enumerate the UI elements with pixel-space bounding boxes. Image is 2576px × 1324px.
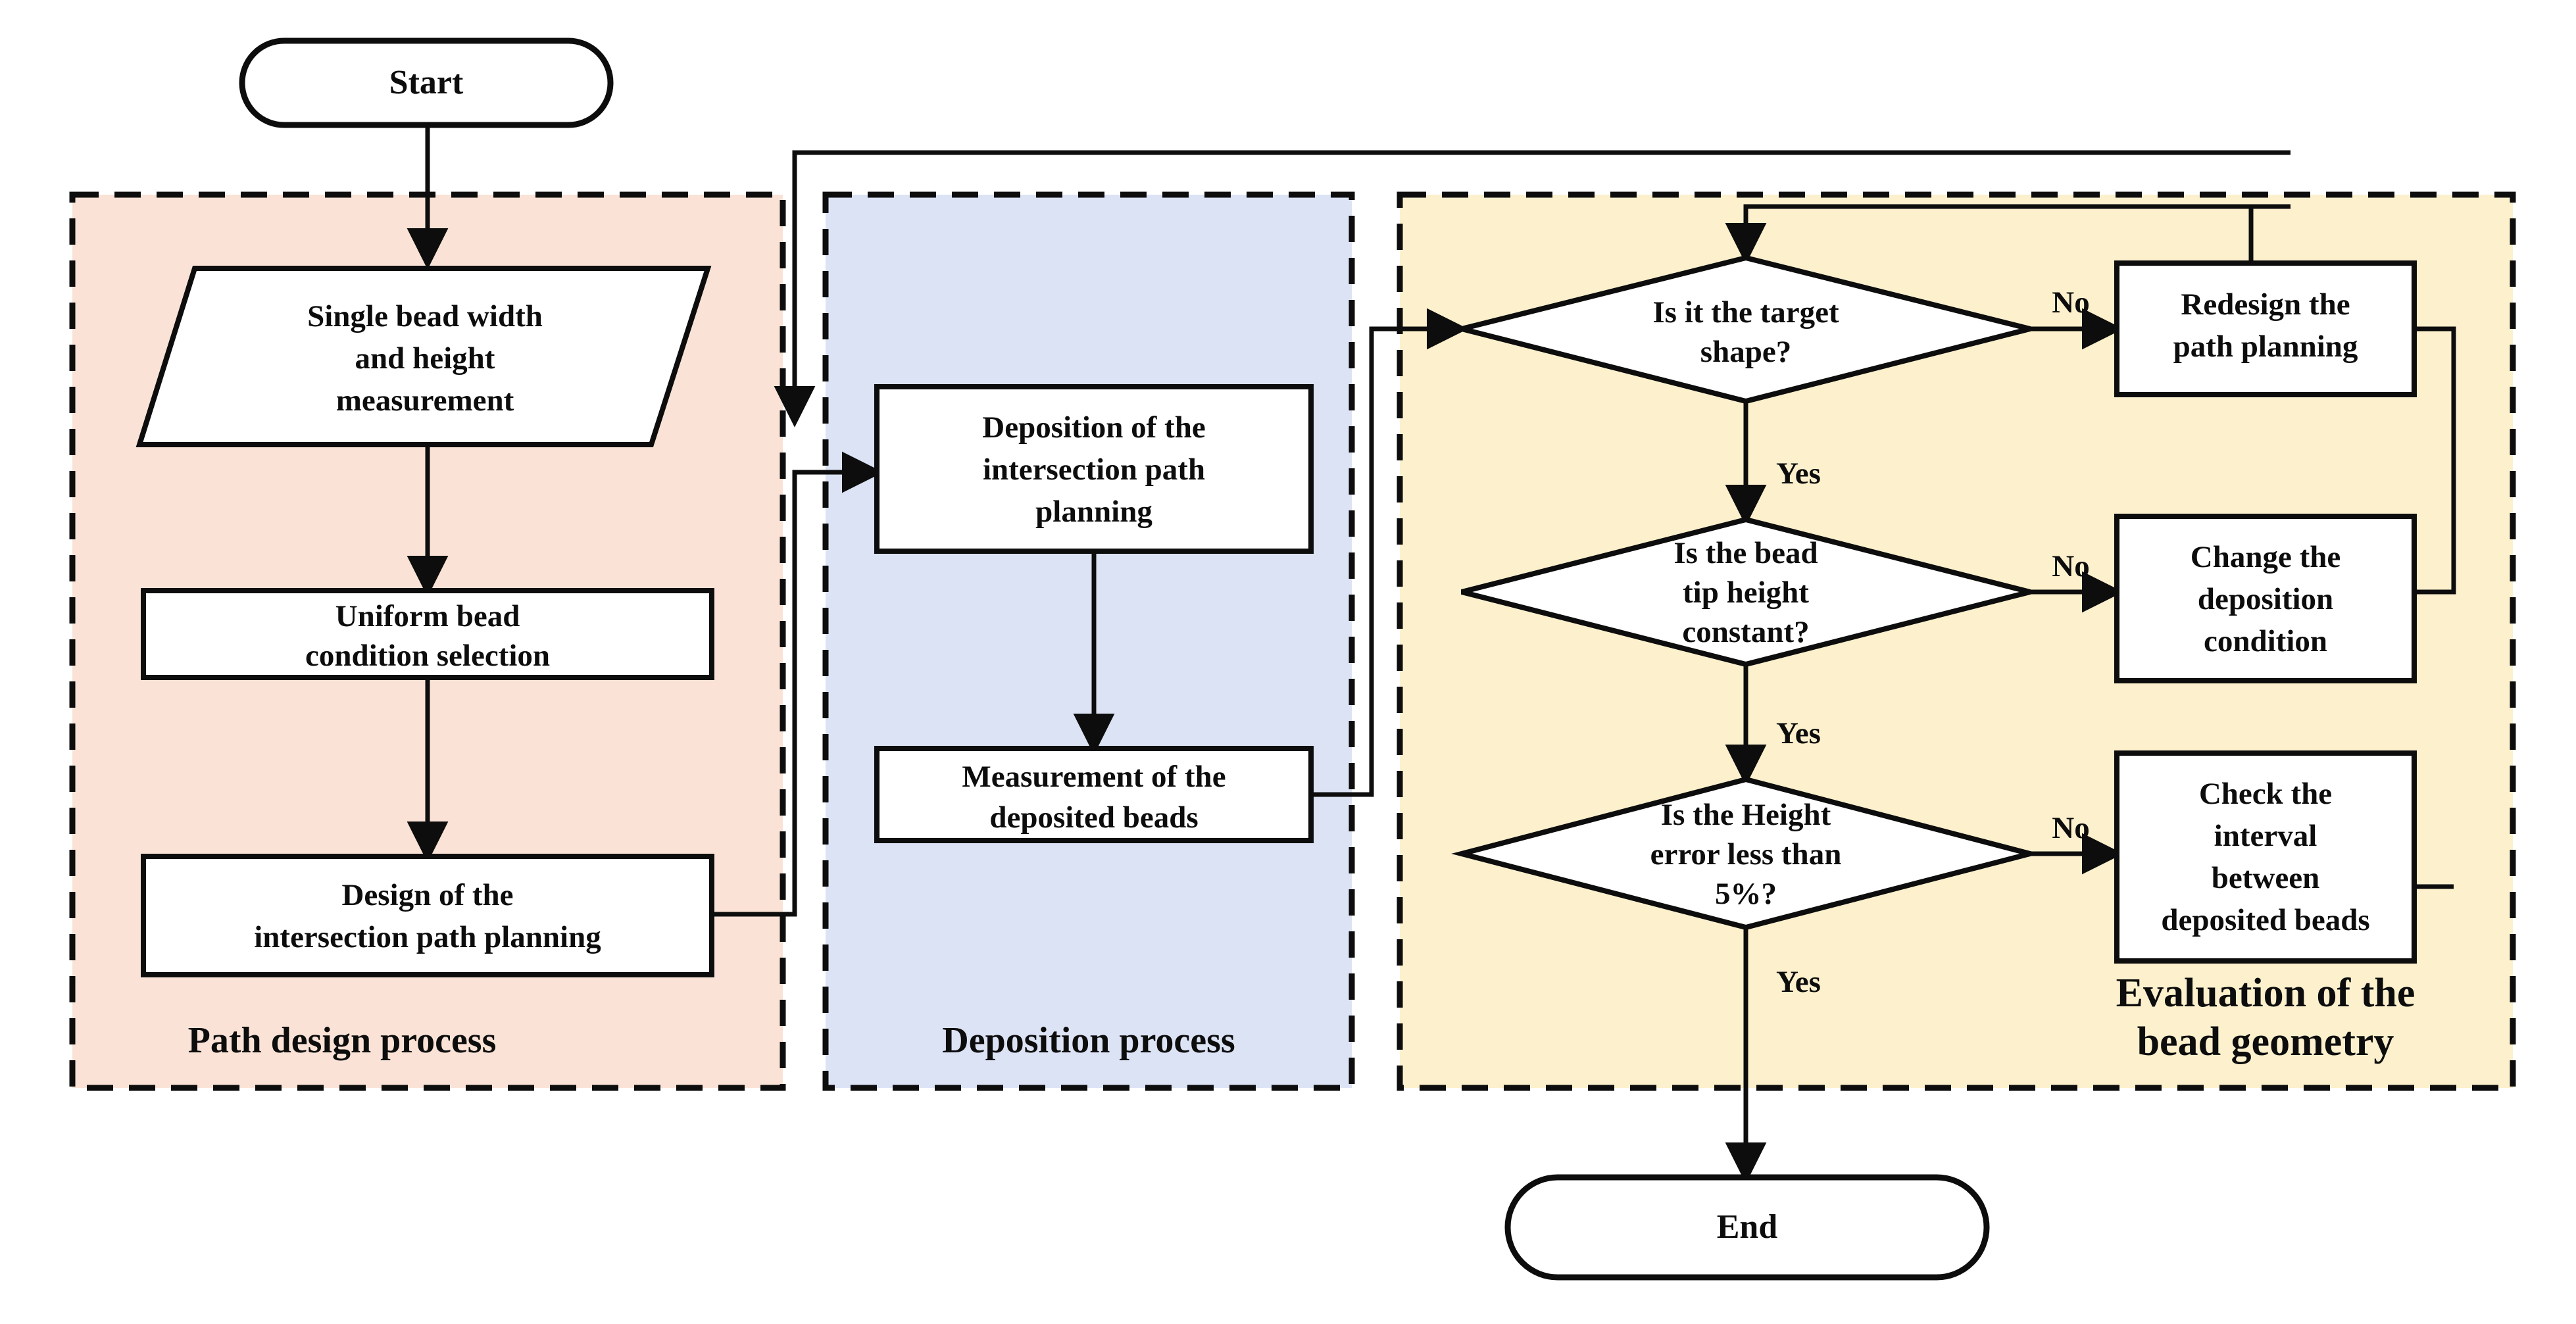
node-design-path-line1: Design of the (341, 878, 513, 912)
node-bead-measurement-line3: measurement (336, 383, 514, 418)
node-redesign-path[interactable] (2114, 260, 2417, 397)
edge-measurement-to-decision1 (1311, 308, 1468, 797)
node-change-condition-line3: condition (2204, 624, 2327, 658)
node-bead-measurement-line2: and height (355, 341, 495, 376)
edge-design-to-deposition (708, 451, 883, 917)
edge-label-yes-2: Yes (1776, 716, 1821, 750)
node-deposition-path-line1: Deposition of the (982, 410, 1205, 445)
decision-target-shape-line2: shape? (1700, 335, 1791, 369)
node-design-path-line2: intersection path planning (254, 920, 601, 954)
edge-rail-to-decision1-top (1725, 204, 2291, 264)
node-check-interval-line4: deposited beads (2161, 903, 2369, 937)
node-deposition-path-line2: intersection path (983, 453, 1205, 487)
decision-tip-height-line1: Is the bead (1673, 536, 1818, 570)
decision-height-error-line3: 5%? (1715, 877, 1777, 911)
node-measure-beads-line1: Measurement of the (962, 760, 1226, 794)
end-terminator[interactable] (1504, 1174, 1990, 1281)
node-check-interval-line2: interval (2214, 819, 2317, 853)
panel-deposition-label: Deposition process (942, 1020, 1235, 1061)
node-check-interval-line1: Check the (2199, 777, 2332, 811)
edge-label-yes-3: Yes (1776, 965, 1821, 999)
node-change-condition[interactable] (2114, 514, 2417, 683)
panel-path-design-label: Path design process (188, 1020, 497, 1061)
node-redesign-path-line1: Redesign the (2181, 287, 2350, 322)
node-uniform-bead-line2: condition selection (305, 639, 550, 673)
decision-target-shape-line1: Is it the target (1652, 295, 1839, 330)
decision-tip-height-line3: constant? (1682, 615, 1809, 649)
start-terminator-label: Start (389, 64, 464, 101)
node-design-path[interactable] (141, 854, 714, 977)
panel-evaluation-label-line2: bead geometry (2137, 1019, 2394, 1064)
node-change-condition-line1: Change the (2191, 540, 2341, 574)
node-redesign-path-line2: path planning (2173, 330, 2358, 364)
node-measure-beads-line2: deposited beads (989, 800, 1198, 835)
decision-tip-height-line2: tip height (1683, 576, 1809, 610)
node-uniform-bead[interactable] (141, 588, 714, 680)
node-measure-beads[interactable] (874, 746, 1314, 843)
panel-deposition (822, 191, 1355, 1091)
node-bead-measurement[interactable] (136, 266, 712, 447)
decision-target-shape[interactable] (1461, 255, 2031, 405)
node-change-condition-line2: deposition (2198, 582, 2333, 616)
end-terminator-label: End (1717, 1208, 1778, 1246)
panel-evaluation-label-line1: Evaluation of the (2116, 971, 2415, 1016)
edge-label-yes-1: Yes (1776, 456, 1821, 491)
decision-tip-height[interactable] (1461, 516, 2031, 668)
node-bead-measurement-line1: Single bead width (307, 299, 543, 333)
node-check-interval-line3: between (2212, 861, 2319, 895)
edge-label-no-2: No (2052, 549, 2089, 583)
edge-feedback-top-to-deposition (774, 150, 2291, 428)
edge-label-no-3: No (2052, 811, 2089, 845)
edge-label-no-1: No (2052, 285, 2089, 320)
node-deposition-path-line3: planning (1035, 495, 1152, 529)
node-deposition-path[interactable] (874, 384, 1314, 554)
decision-height-error-line2: error less than (1650, 837, 1842, 871)
node-uniform-bead-line1: Uniform bead (335, 599, 520, 633)
start-terminator[interactable] (239, 37, 614, 128)
decision-height-error-line1: Is the Height (1661, 798, 1831, 832)
node-check-interval[interactable] (2114, 750, 2417, 964)
decision-height-error[interactable] (1451, 776, 2041, 931)
